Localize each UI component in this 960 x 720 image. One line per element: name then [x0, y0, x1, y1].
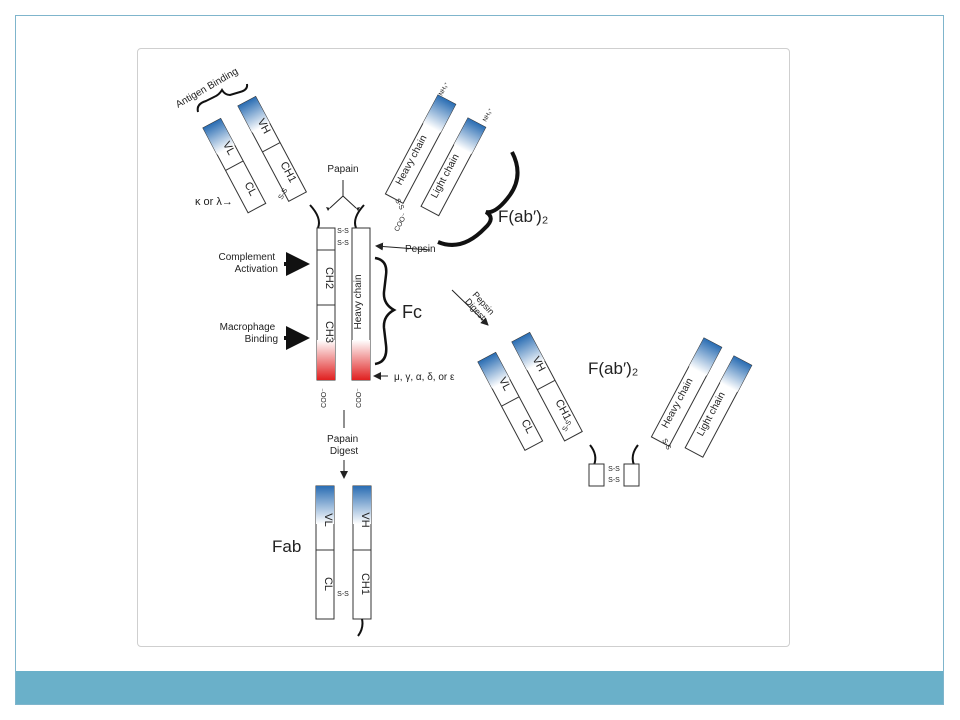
fab2-vl-label: VL — [496, 375, 513, 393]
left-arm-ss: S-S — [278, 187, 290, 201]
complement-activation-label: Complement Activation — [219, 252, 278, 275]
fc-stem: CH2 CH3 Heavy chain S-S S-S COO⁻ COO⁻ — [316, 227, 371, 408]
left-vl-region — [203, 118, 235, 155]
right-vl-region — [453, 118, 486, 154]
papain-split-arrow — [329, 180, 357, 209]
ch2-label: CH2 — [323, 267, 335, 289]
macrophage-line-2: Binding — [245, 334, 278, 345]
macrophage-line-1: Macrophage — [220, 322, 276, 333]
fc-brace — [374, 256, 397, 366]
left-cl-label: CL — [242, 180, 259, 198]
fab2-hinge-right — [623, 463, 640, 487]
fab-cl-label: CL — [322, 577, 334, 591]
complement-line-1: Complement — [219, 252, 276, 263]
left-vl-label: VL — [220, 140, 237, 158]
fab2-cl-label: CL — [518, 418, 535, 436]
fab-label: Fab — [272, 537, 301, 556]
fab2-right-label: F(ab′)₂ — [588, 359, 638, 378]
complement-line-2: Activation — [235, 264, 278, 275]
right-light-coo: COO⁻ — [394, 212, 410, 233]
macrophage-binding-label: Macrophage Binding — [220, 322, 278, 345]
fc-right-tail — [352, 340, 370, 380]
right-hinge — [354, 204, 365, 229]
right-heavy-nh3: NH₃⁺ — [438, 81, 451, 97]
fab2-hinge-left — [588, 463, 605, 487]
pepsin-label: Pepsin — [405, 244, 436, 255]
papain-digest-label: Papain Digest — [327, 434, 361, 457]
right-arm-ss: S-S — [393, 198, 405, 212]
pepsin-arrow — [375, 242, 431, 251]
fab2-ss-2: S-S — [608, 477, 620, 484]
fab-vl-label: VL — [322, 513, 334, 526]
right-light-nh3: NH₃⁺ — [482, 107, 495, 123]
isotypes-label: μ, γ, α, δ, or ε — [394, 372, 455, 383]
fab2-brace — [437, 151, 520, 247]
pepsin-digest-arrow — [451, 289, 489, 326]
fab-ss: S-S — [337, 591, 349, 598]
antigen-binding-brace — [196, 83, 249, 113]
kappa-lambda-label: κ or λ→ — [195, 196, 233, 208]
fab2-top-label: F(ab′)₂ — [498, 207, 548, 226]
left-fab-arm: VL CL VH CH1 S-S — [202, 95, 365, 229]
right-vh-region — [422, 95, 456, 133]
ch3-label: CH3 — [323, 321, 335, 343]
right-fab-arm: Heavy chain Light chain NH₃⁺ NH₃⁺ S-S CO… — [384, 81, 495, 233]
fc-right-coo: COO⁻ — [356, 388, 363, 408]
antigen-binding-label: Antigen Binding — [174, 66, 240, 111]
fab2-ss-1: S-S — [608, 466, 620, 473]
hinge-ss-2: S-S — [337, 240, 349, 247]
fab2-right-arm-ss: S-S — [660, 438, 672, 452]
fc-left-coo: COO⁻ — [321, 388, 328, 408]
fab-vh-label: VH — [359, 512, 371, 527]
pepsin-digest-label: Pepsin Digest — [463, 290, 498, 326]
fab-fragment: VL CL VH CH1 S-S — [315, 485, 372, 637]
left-hinge — [309, 204, 320, 229]
fab2-left-arm-ss: S-S — [562, 419, 574, 433]
fc-label: Fc — [402, 302, 422, 322]
fab2-fragment: VL CL VH CH1 Heavy chain Light chain S-S… — [477, 331, 753, 487]
hinge-ss-1: S-S — [337, 228, 349, 235]
footer-accent-band — [16, 671, 943, 704]
fc-heavy-chain-label: Heavy chain — [353, 274, 364, 329]
fc-left-tail — [317, 340, 335, 380]
fab-ch1-label: CH1 — [359, 573, 371, 595]
papain-top-label: Papain — [327, 164, 358, 175]
left-vh-region — [238, 96, 270, 133]
